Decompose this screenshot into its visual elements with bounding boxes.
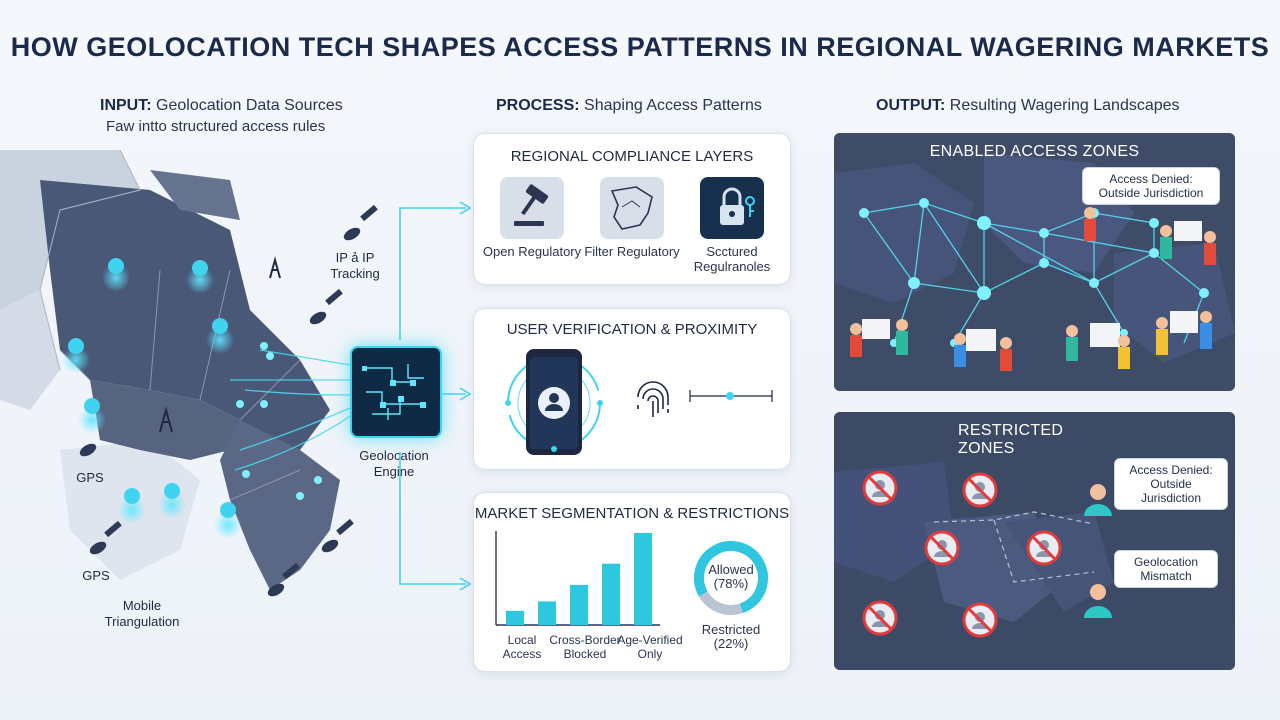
bar-3 xyxy=(602,563,620,625)
filter-regulatory-label: Filter Regulatory xyxy=(584,244,680,259)
output-heading-bold: OUTPUT: xyxy=(876,97,946,114)
bar-label-age-verified: Age-Verified Only xyxy=(617,633,683,661)
process-heading: PROCESS: Shaping Access Patterns xyxy=(496,97,762,115)
output-heading: OUTPUT: Resulting Wagering Landscapes xyxy=(876,97,1180,115)
secured-regulations-label: Scctured Regulranoles xyxy=(693,244,771,274)
input-heading-text: Geolocation Data Sources xyxy=(156,97,343,114)
restricted-zones-title: RESTRICTED ZONES xyxy=(958,422,1064,457)
gps-label-1: GPS xyxy=(76,470,104,485)
bar-4 xyxy=(634,533,652,625)
enabled-zones-title: ENABLED ACCESS ZONES xyxy=(929,143,1140,160)
restricted-zones-panel: RESTRICTED ZONES Access Denied: Outside … xyxy=(834,412,1235,670)
restricted-zones-map xyxy=(834,412,1235,670)
enabled-zones-callout: Access Denied: Outside Jurisdiction xyxy=(1082,167,1220,205)
user-avatar-icons xyxy=(1084,484,1112,618)
segmentation-bar-chart xyxy=(495,531,660,626)
bar-0 xyxy=(506,610,524,625)
allowed-restricted-donut xyxy=(694,541,768,615)
engine-label: Geolocation Engine xyxy=(359,448,429,479)
gps-label-2: GPS xyxy=(82,568,110,583)
region-map-icon xyxy=(610,186,653,230)
smartphone-face-id-icon xyxy=(505,349,603,455)
fingerprint-icon xyxy=(637,381,669,417)
satellite-dish-icons xyxy=(79,204,378,597)
input-heading: INPUT: Geolocation Data Sources xyxy=(100,97,343,115)
cell-tower-icons xyxy=(159,256,281,433)
open-regulatory-label: Open Regulatory xyxy=(482,244,582,259)
input-region-map xyxy=(0,150,378,597)
ip-tracking-label: IP ả IP Tracking xyxy=(330,250,380,281)
mobile-triangulation-label: Mobile Triangulation xyxy=(104,598,180,629)
secured-regulations-tile xyxy=(700,177,764,239)
restricted-callout-jurisdiction: Access Denied: Outside Jurisdiction xyxy=(1114,458,1228,510)
donut-slice-allowed xyxy=(694,541,768,615)
filter-regulatory-tile xyxy=(600,177,664,239)
process-heading-bold: PROCESS: xyxy=(496,97,580,114)
page-title: HOW GEOLOCATION TECH SHAPES ACCESS PATTE… xyxy=(10,32,1270,62)
verification-card-title: USER VERIFICATION & PROXIMITY xyxy=(506,321,758,338)
flow-arrows xyxy=(399,201,472,591)
enabled-zones-network-map xyxy=(834,133,1235,391)
compliance-layers-card: REGIONAL COMPLIANCE LAYERS Open Regulato… xyxy=(473,133,791,285)
geolocation-engine-chip xyxy=(350,346,442,438)
bar-label-cross-border: Cross-Border Blocked xyxy=(549,633,621,661)
enabled-access-zones-panel: ENABLED ACCESS ZONES Access Denied: Outs… xyxy=(834,133,1235,391)
restricted-callout-mismatch: Geolocation Mismatch xyxy=(1114,550,1218,588)
input-subheading: Faw intto structured access rules xyxy=(106,118,326,135)
input-heading-bold: INPUT: xyxy=(100,97,152,114)
output-heading-text: Resulting Wagering Landscapes xyxy=(949,97,1180,114)
circuit-icon xyxy=(362,364,426,420)
restricted-label: Restricted (22%) xyxy=(701,622,761,651)
bar-2 xyxy=(570,584,588,625)
market-segmentation-card: MARKET SEGMENTATION & RESTRICTIONS Local… xyxy=(473,492,791,672)
bar-1 xyxy=(538,601,556,625)
no-access-icons xyxy=(862,470,1062,638)
open-regulatory-tile xyxy=(500,177,564,239)
lock-key-icon xyxy=(720,187,755,225)
user-verification-card: USER VERIFICATION & PROXIMITY xyxy=(473,308,791,470)
people-icons xyxy=(850,207,1216,371)
bar-label-local-access: Local Access xyxy=(502,633,542,661)
segmentation-card-title: MARKET SEGMENTATION & RESTRICTIONS xyxy=(474,505,790,522)
process-heading-text: Shaping Access Patterns xyxy=(584,97,762,114)
location-pin-icons xyxy=(62,258,322,539)
compliance-card-title: REGIONAL COMPLIANCE LAYERS xyxy=(510,148,754,165)
allowed-label: Allowed (78%) xyxy=(708,562,754,591)
gavel-icon xyxy=(514,184,549,226)
proximity-range-icon xyxy=(689,390,773,402)
